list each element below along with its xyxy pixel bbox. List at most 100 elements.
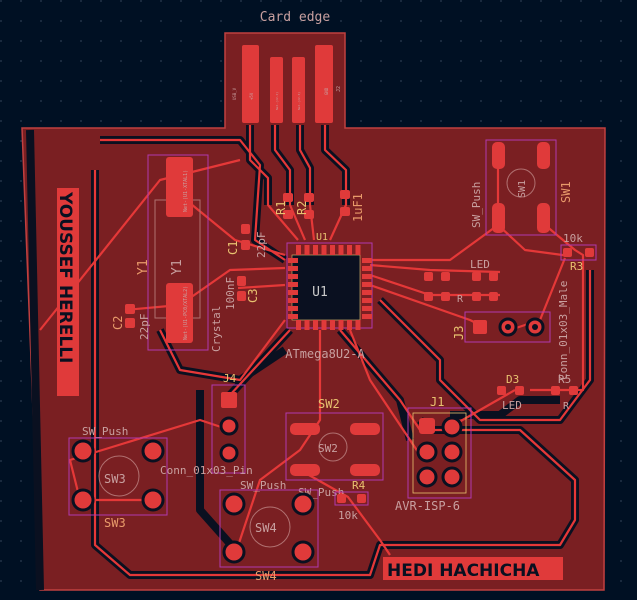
u1-pin bbox=[304, 320, 310, 330]
sw4-ref: SW4 bbox=[255, 569, 277, 583]
u1-pin bbox=[288, 274, 298, 279]
r4-value: 10k bbox=[338, 509, 358, 522]
u1-pin bbox=[362, 258, 372, 263]
j2-ref: J2 bbox=[336, 86, 342, 92]
j2-value: USB_V bbox=[232, 87, 237, 100]
u1-pin bbox=[362, 290, 372, 295]
r2-ref: R2 bbox=[295, 201, 309, 215]
u1-pin bbox=[362, 314, 372, 319]
d3-value: LED bbox=[502, 399, 522, 412]
resistor-r3[interactable]: 10k R3 bbox=[560, 232, 597, 273]
u1-pin bbox=[347, 320, 352, 330]
connector-j2-card-edge[interactable]: USB_V +5V Net-(J2-2) Net-(J2-3) GND J2 bbox=[232, 45, 342, 123]
u1-pin bbox=[288, 290, 298, 295]
c3-value: 100nF bbox=[224, 277, 237, 310]
connector-j4[interactable]: J4 Conn_01x03_Pin bbox=[160, 372, 253, 477]
c2-value: 22pF bbox=[138, 314, 151, 341]
u1-ref2: U1 bbox=[316, 232, 328, 243]
resistor-r2[interactable]: R2 bbox=[295, 193, 314, 219]
switch-sw4[interactable]: SW_Push SW4 SW4 bbox=[219, 479, 319, 583]
c1-ref: C1 bbox=[226, 241, 240, 255]
u1-pin bbox=[288, 266, 298, 271]
u1-pin bbox=[321, 245, 327, 255]
capacitor-c1[interactable]: C1 22pF bbox=[226, 224, 268, 258]
connector-j3[interactable]: J3 Conn_01x03_Male bbox=[452, 281, 570, 380]
connector-j1-avr-isp[interactable]: J1 AVR-ISP-6 bbox=[395, 395, 472, 513]
u1-pin bbox=[288, 282, 298, 287]
j2-pin4-label: GND bbox=[324, 87, 329, 95]
c2-ref: C2 bbox=[111, 316, 125, 330]
pad-j2-1[interactable] bbox=[242, 45, 259, 123]
sw4-value: SW_Push bbox=[240, 479, 286, 492]
u1-pin bbox=[330, 245, 335, 255]
y1-ref: Y1 bbox=[136, 259, 151, 275]
pad-j2-2[interactable] bbox=[270, 57, 283, 123]
led-d1[interactable]: LED R bbox=[424, 258, 498, 305]
u1-pin bbox=[313, 320, 318, 330]
j1-ref: J1 bbox=[430, 395, 444, 409]
u1-value: ATmega8U2-A bbox=[285, 347, 365, 361]
j1-value: AVR-ISP-6 bbox=[395, 499, 460, 513]
sw1-ref2: SW1 bbox=[517, 180, 528, 198]
sw3-ref: SW3 bbox=[104, 516, 126, 530]
u1-pin bbox=[330, 320, 335, 330]
j3-ref: J3 bbox=[452, 326, 466, 340]
switch-sw2[interactable]: SW2 SW2 SW_Push bbox=[285, 397, 384, 499]
y1-pad2-net: Net-(U1-XTAL1) bbox=[183, 170, 189, 212]
j2-pin1-label: +5V bbox=[249, 92, 254, 100]
u1-pin bbox=[362, 298, 372, 303]
j3-value: Conn_01x03_Male bbox=[557, 281, 570, 380]
r5-value: R bbox=[563, 401, 570, 412]
capacitor-c2[interactable]: C2 22pF bbox=[111, 304, 151, 340]
j2-pin2-label: Net-(J2-2) bbox=[275, 92, 279, 110]
r5-ref: R5 bbox=[558, 373, 571, 386]
u1-pin bbox=[362, 306, 372, 311]
pad-j2-3[interactable] bbox=[292, 57, 305, 123]
u1-pin bbox=[362, 274, 372, 279]
pad-y1-1[interactable] bbox=[166, 283, 193, 343]
resistor-r5[interactable]: R5 R bbox=[551, 373, 578, 412]
u1-ref: U1 bbox=[312, 285, 328, 300]
author-left-label: YOUSSEF HERELLI bbox=[55, 188, 79, 396]
u1-pin bbox=[288, 314, 298, 319]
y1-value: Crystal bbox=[210, 306, 223, 352]
pad-j2-4[interactable] bbox=[315, 45, 333, 123]
switch-sw3[interactable]: SW_Push SW3 SW3 bbox=[68, 425, 168, 530]
d1-value: LED bbox=[470, 258, 490, 271]
sw2-ref: SW2 bbox=[318, 397, 340, 411]
u1-pin bbox=[296, 245, 301, 255]
u1-pin bbox=[288, 306, 298, 311]
svg-text:YOUSSEF HERELLI: YOUSSEF HERELLI bbox=[55, 191, 75, 363]
u1-pin bbox=[362, 266, 372, 271]
capacitor-1uf[interactable]: 1uF1 bbox=[340, 190, 365, 222]
r3-ref: R3 bbox=[570, 260, 583, 273]
d3-ref: D3 bbox=[506, 373, 519, 386]
sw2-ref2: SW2 bbox=[318, 442, 338, 455]
sw1-ref: SW1 bbox=[559, 181, 573, 203]
capacitor-c3[interactable]: C3 100nF bbox=[224, 276, 260, 310]
c4-value: 1uF1 bbox=[351, 193, 365, 222]
u1-pin bbox=[355, 245, 361, 255]
u1-pin bbox=[338, 320, 344, 330]
sw1-value: SW_Push bbox=[470, 182, 483, 228]
c3-ref: C3 bbox=[246, 289, 260, 303]
u1-pin bbox=[355, 320, 361, 330]
ic-u1-atmega8u2[interactable]: U1 U1 ATmega8U2-A bbox=[285, 232, 373, 361]
u1-pin bbox=[304, 245, 310, 255]
u1-pin bbox=[321, 320, 327, 330]
switch-sw1[interactable]: SW_Push SW1 SW1 bbox=[470, 139, 573, 236]
u1-pin bbox=[288, 298, 298, 303]
svg-text:HEDI HACHICHA: HEDI HACHICHA bbox=[387, 561, 540, 581]
c1-value: 22pF bbox=[255, 232, 268, 259]
crystal-y1[interactable]: Net-(U1-XTAL1) Net-(U1-PC0/XTAL2) Y1 Y1 … bbox=[136, 154, 223, 352]
resistor-r4[interactable]: R4 10k bbox=[334, 479, 369, 522]
pad-y1-2[interactable] bbox=[166, 157, 193, 217]
y1-ref2: Y1 bbox=[170, 259, 185, 275]
j4-value: Conn_01x03_Pin bbox=[160, 464, 253, 477]
led-d3[interactable]: D3 LED bbox=[497, 373, 524, 412]
r3-value: 10k bbox=[563, 232, 583, 245]
resistor-r1[interactable]: R1 bbox=[274, 193, 293, 219]
u1-pin bbox=[288, 258, 298, 263]
rled-value: R bbox=[457, 294, 464, 305]
